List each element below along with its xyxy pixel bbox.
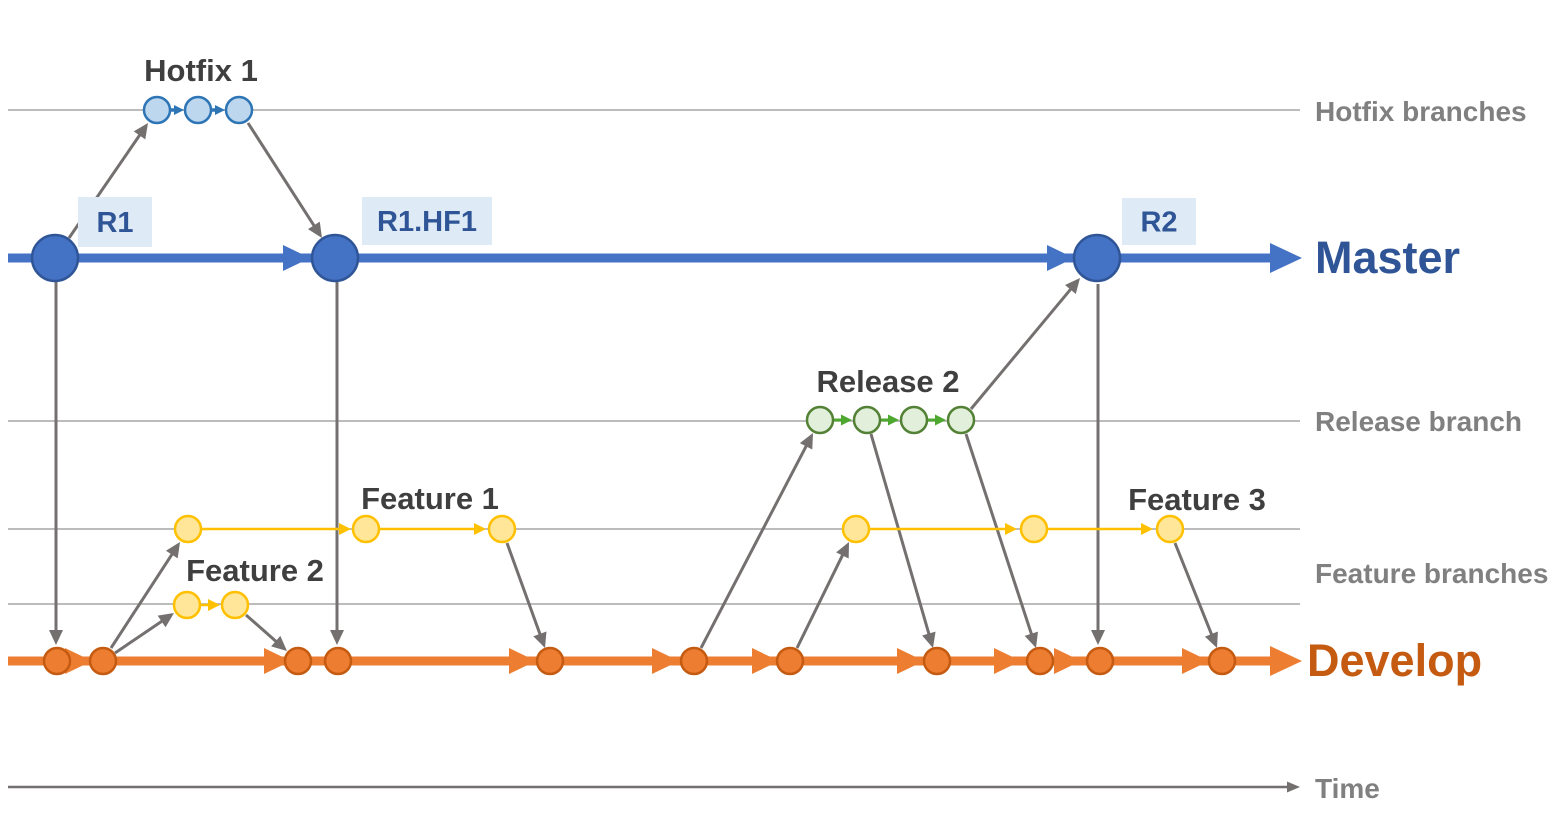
feature2-commit: [172, 590, 202, 620]
title-feature-3: Feature 3: [1128, 482, 1266, 517]
develop-commit: [1207, 646, 1237, 676]
release-commit: [946, 405, 976, 435]
tag-r2-label: R2: [1140, 207, 1177, 239]
develop-commit: [679, 646, 709, 676]
release-commit: [899, 405, 929, 435]
master-commit: [310, 233, 360, 283]
develop-line-mid-arrowhead: [652, 648, 679, 674]
merge-release-to-develop-1-arrowhead: [922, 631, 936, 648]
branch-develop-to-feature3-arrowhead: [836, 542, 849, 559]
develop-commit: [1085, 646, 1115, 676]
label-master: Master: [1315, 232, 1460, 283]
release-commit: [805, 405, 835, 435]
develop-line-mid-arrowhead: [1182, 648, 1209, 674]
merge-release-to-master: [969, 285, 1075, 410]
develop-commit: [535, 646, 565, 676]
develop-line-mid-arrowhead: [264, 648, 291, 674]
develop-commit: [922, 646, 952, 676]
merge-release-to-develop-2-arrowhead: [1024, 631, 1038, 648]
develop-commit: [775, 646, 805, 676]
branch-develop-to-feature1-arrowhead: [165, 542, 180, 559]
title-feature-2: Feature 2: [186, 553, 324, 588]
feature1-commit: [487, 514, 517, 544]
feature2-commit: [220, 590, 250, 620]
develop-line-mid-arrowhead: [509, 648, 536, 674]
hotfix-commit-arrow-arrowhead: [215, 105, 225, 115]
release-commit-arrow-arrowhead: [935, 414, 946, 426]
develop-line-mid-arrowhead: [994, 648, 1021, 674]
tag-r1-box: [78, 197, 152, 247]
hotfix-commit: [142, 95, 172, 125]
develop-commit: [42, 646, 72, 676]
merge-r2-to-develop-arrowhead: [1091, 630, 1105, 645]
merge-feature3-to-develop: [1173, 542, 1215, 639]
merge-r1-to-develop-arrowhead: [49, 630, 63, 645]
feature1-commit-arrow-arrowhead: [474, 523, 486, 535]
develop-line-end-arrowhead: [1270, 646, 1302, 676]
label-develop: Develop: [1307, 635, 1482, 686]
branch-develop-to-release-arrowhead: [799, 433, 813, 450]
branch-develop-to-feature1: [109, 549, 176, 649]
release-commit-arrow-arrowhead: [888, 414, 899, 426]
merge-release-to-develop-2: [964, 433, 1035, 639]
merge-release-to-develop-1: [869, 433, 932, 639]
branch-develop-to-feature2: [114, 617, 167, 655]
title-release-2: Release 2: [816, 364, 959, 399]
merge-feature1-to-develop: [505, 542, 543, 639]
feature1-commit: [351, 514, 381, 544]
feature2-commit-arrow-arrowhead: [208, 599, 220, 611]
master-line-mid-arrowhead: [283, 245, 310, 271]
master-commit: [1072, 233, 1122, 283]
feature3-commit-arrow-arrowhead: [1141, 523, 1153, 535]
title-feature-1: Feature 1: [361, 481, 499, 516]
develop-commit: [323, 646, 353, 676]
time-axis-arrowhead: [1287, 781, 1300, 793]
tag-r1hf1-label: R1.HF1: [377, 206, 477, 238]
merge-feature2-to-develop-arrowhead: [271, 635, 287, 651]
develop-commit: [1025, 646, 1055, 676]
merge-feature2-to-develop: [245, 613, 281, 646]
feature3-commit: [1019, 514, 1049, 544]
master-line-mid-arrowhead: [1047, 245, 1074, 271]
merge-feature1-to-develop-arrowhead: [533, 631, 547, 648]
merge-release-to-master-arrowhead: [1065, 278, 1080, 295]
feature3-commit-arrow-arrowhead: [1005, 523, 1017, 535]
merge-feature3-to-develop-arrowhead: [1204, 631, 1218, 648]
branch-develop-to-feature3: [795, 550, 846, 649]
hotfix-commit-arrow-arrowhead: [174, 105, 184, 115]
merge-hotfix-to-master-arrowhead: [307, 221, 322, 238]
tag-r2-box: [1122, 198, 1196, 245]
hotfix-commit: [183, 95, 213, 125]
develop-line-mid-arrowhead: [752, 648, 779, 674]
feature3-commit: [1155, 514, 1185, 544]
develop-line-mid-arrowhead: [897, 648, 924, 674]
develop-commit: [283, 646, 313, 676]
merge-hotfix-to-master: [246, 122, 318, 230]
master-line-end-arrowhead: [1270, 243, 1302, 273]
label-hotfix-branches: Hotfix branches: [1315, 96, 1527, 127]
label-release-branch: Release branch: [1315, 406, 1522, 437]
feature1-commit-arrow-arrowhead: [339, 523, 351, 535]
branch-develop-to-release: [699, 441, 810, 649]
release-commit: [852, 405, 882, 435]
tag-r1-label: R1: [96, 207, 133, 239]
release-commit-arrow-arrowhead: [841, 414, 852, 426]
label-feature-branches: Feature branches: [1315, 558, 1548, 589]
title-hotfix-1: Hotfix 1: [144, 53, 258, 88]
hotfix-commit: [224, 95, 254, 125]
branch-r1-to-hotfix-arrowhead: [133, 123, 148, 140]
develop-line-mid-arrowhead: [65, 648, 92, 674]
branch-develop-to-feature2-arrowhead: [157, 613, 174, 628]
develop-line-mid-arrowhead: [1054, 648, 1081, 674]
develop-commit: [88, 646, 118, 676]
time-axis-label: Time: [1315, 773, 1380, 804]
merge-r1hf1-to-develop-arrowhead: [330, 630, 344, 645]
feature3-commit: [841, 514, 871, 544]
feature1-commit: [173, 514, 203, 544]
tag-r1hf1-box: [362, 197, 492, 245]
master-commit: [30, 233, 80, 283]
